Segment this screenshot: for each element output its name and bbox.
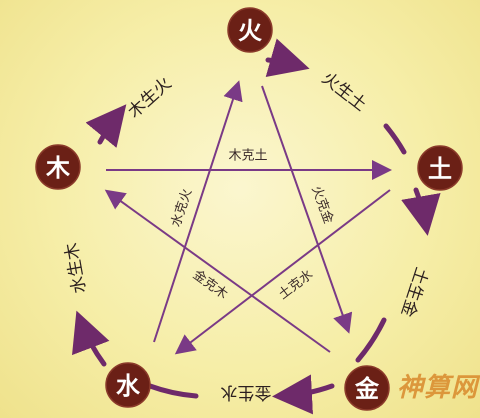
arc-water-wood (72, 310, 110, 367)
element-node-metal: 金 (344, 365, 390, 411)
label-metal-generates-water: 金生水 (221, 382, 272, 402)
arc-earth-tail (383, 123, 407, 155)
label-water-controls-fire: 水克火 (169, 187, 195, 229)
label-fire-generates-earth: 火生土 (318, 68, 371, 115)
label-wood-controls-earth: 木克土 (228, 149, 267, 164)
arc-fire-earth (265, 38, 310, 77)
star-line-metal-wood (104, 189, 331, 353)
label-wood-generates-fire: 木生火 (124, 74, 175, 123)
label-water-generates-wood: 水生木 (62, 241, 91, 295)
arc-wood-fire (85, 104, 127, 148)
element-label-fire: 火 (238, 17, 262, 45)
watermark-char-1: 神 (397, 373, 427, 403)
label-metal-controls-wood: 金克木 (190, 267, 231, 303)
arc-metal-water (272, 374, 335, 415)
control-star (104, 80, 392, 355)
watermark-char-3: 网 (451, 373, 480, 403)
star-line-earth-water (174, 189, 391, 355)
element-node-wood: 木 (35, 144, 81, 190)
label-fire-controls-metal: 火克金 (308, 184, 336, 226)
label-earth-generates-metal: 土生金 (397, 265, 432, 320)
watermark: 神 算 网 (397, 373, 480, 403)
arc-earth-metal (401, 187, 441, 236)
element-label-earth: 土 (428, 155, 452, 183)
element-node-fire: 火 (227, 7, 273, 53)
element-label-wood: 木 (45, 154, 71, 182)
element-node-earth: 土 (417, 145, 463, 191)
arc-water-tail (147, 383, 199, 399)
element-label-water: 水 (116, 372, 141, 400)
generation-cycle (72, 38, 441, 415)
star-line-water-fire (153, 80, 243, 343)
element-label-metal: 金 (354, 375, 380, 403)
arc-metal-approach (355, 317, 387, 363)
watermark-char-2: 算 (424, 373, 455, 403)
star-line-fire-metal (261, 85, 353, 334)
element-node-water: 水 (105, 362, 151, 408)
